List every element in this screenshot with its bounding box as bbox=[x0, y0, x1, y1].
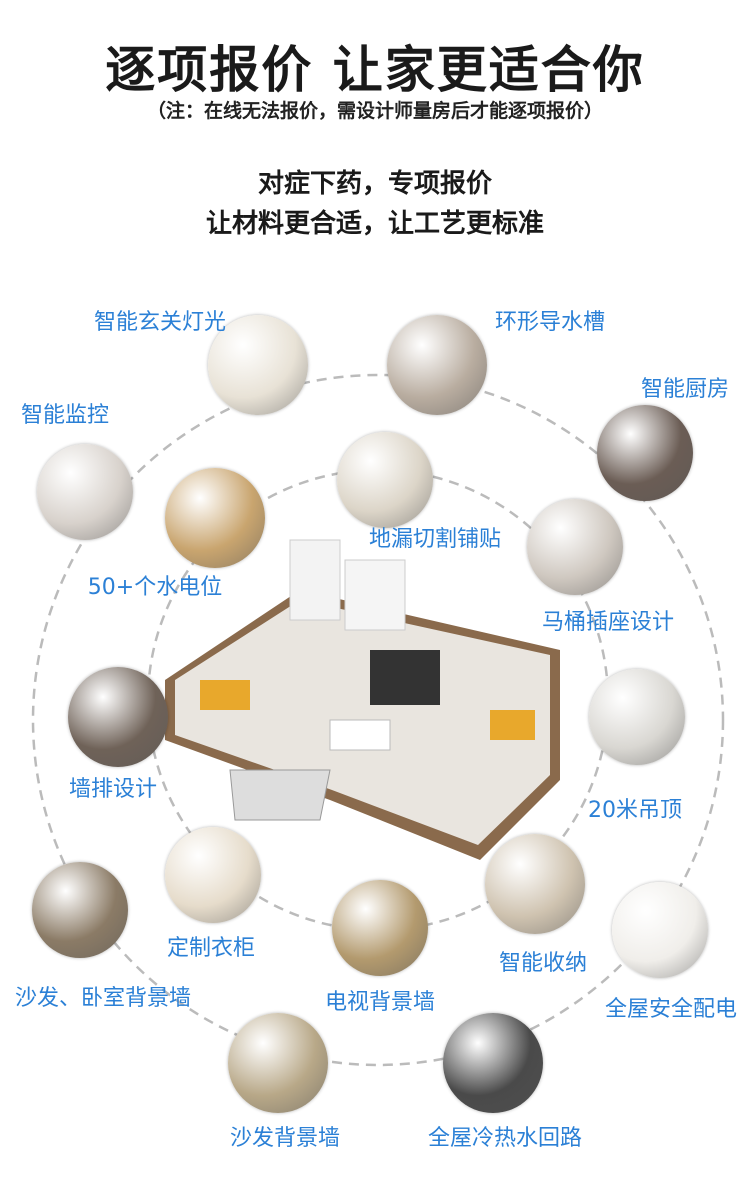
wall-drain-photo-icon bbox=[68, 667, 168, 767]
entrance-lighting-photo-icon bbox=[208, 315, 308, 415]
smart-kitchen-photo-icon bbox=[597, 405, 693, 501]
item-label: 沙发、卧室背景墙 bbox=[14, 986, 192, 1011]
storage-photo-icon bbox=[485, 834, 585, 934]
item-label: 智能玄关灯光 bbox=[93, 310, 227, 335]
plumbing-photo-icon bbox=[165, 468, 265, 568]
item-label: 电视背景墙 bbox=[324, 990, 436, 1015]
toilet-photo-icon bbox=[527, 499, 623, 595]
ceiling-photo-icon bbox=[589, 669, 685, 765]
item-label: 沙发背景墙 bbox=[229, 1126, 341, 1151]
item-label: 地漏切割铺贴 bbox=[368, 527, 502, 552]
item-label: 全屋安全配电 bbox=[604, 997, 738, 1022]
item-label: 50+个水电位 bbox=[87, 575, 223, 600]
shower-photo-icon bbox=[443, 1013, 543, 1113]
item-label: 环形导水槽 bbox=[494, 310, 606, 335]
item-label: 20米吊顶 bbox=[588, 798, 682, 823]
wardrobe-photo-icon bbox=[165, 827, 261, 923]
drain-channel-photo-icon bbox=[387, 315, 487, 415]
smart-camera-photo-icon bbox=[37, 444, 133, 540]
floor-drain-photo-icon bbox=[337, 432, 433, 528]
page-title: 逐项报价 让家更适合你 bbox=[105, 41, 645, 99]
item-label: 马桶插座设计 bbox=[541, 610, 675, 635]
floor-plan-illustration bbox=[165, 539, 560, 860]
tv-wall-photo-icon bbox=[332, 880, 428, 976]
item-label: 智能厨房 bbox=[640, 377, 730, 402]
slogan-line-2: 让材料更合适，让工艺更标准 bbox=[205, 209, 544, 239]
slogan-line-1: 对症下药，专项报价 bbox=[257, 169, 492, 199]
switch-photo-icon bbox=[612, 882, 708, 978]
item-label: 智能收纳 bbox=[498, 951, 588, 976]
sofa-wall-photo-icon bbox=[228, 1013, 328, 1113]
item-label: 智能监控 bbox=[20, 403, 110, 428]
pricing-note: （注：在线无法报价，需设计师量房后才能逐项报价） bbox=[146, 100, 603, 122]
item-label: 墙排设计 bbox=[68, 777, 158, 802]
item-label: 定制衣柜 bbox=[166, 936, 256, 961]
bedroom-photo-icon bbox=[32, 862, 128, 958]
item-label: 全屋冷热水回路 bbox=[427, 1126, 583, 1151]
